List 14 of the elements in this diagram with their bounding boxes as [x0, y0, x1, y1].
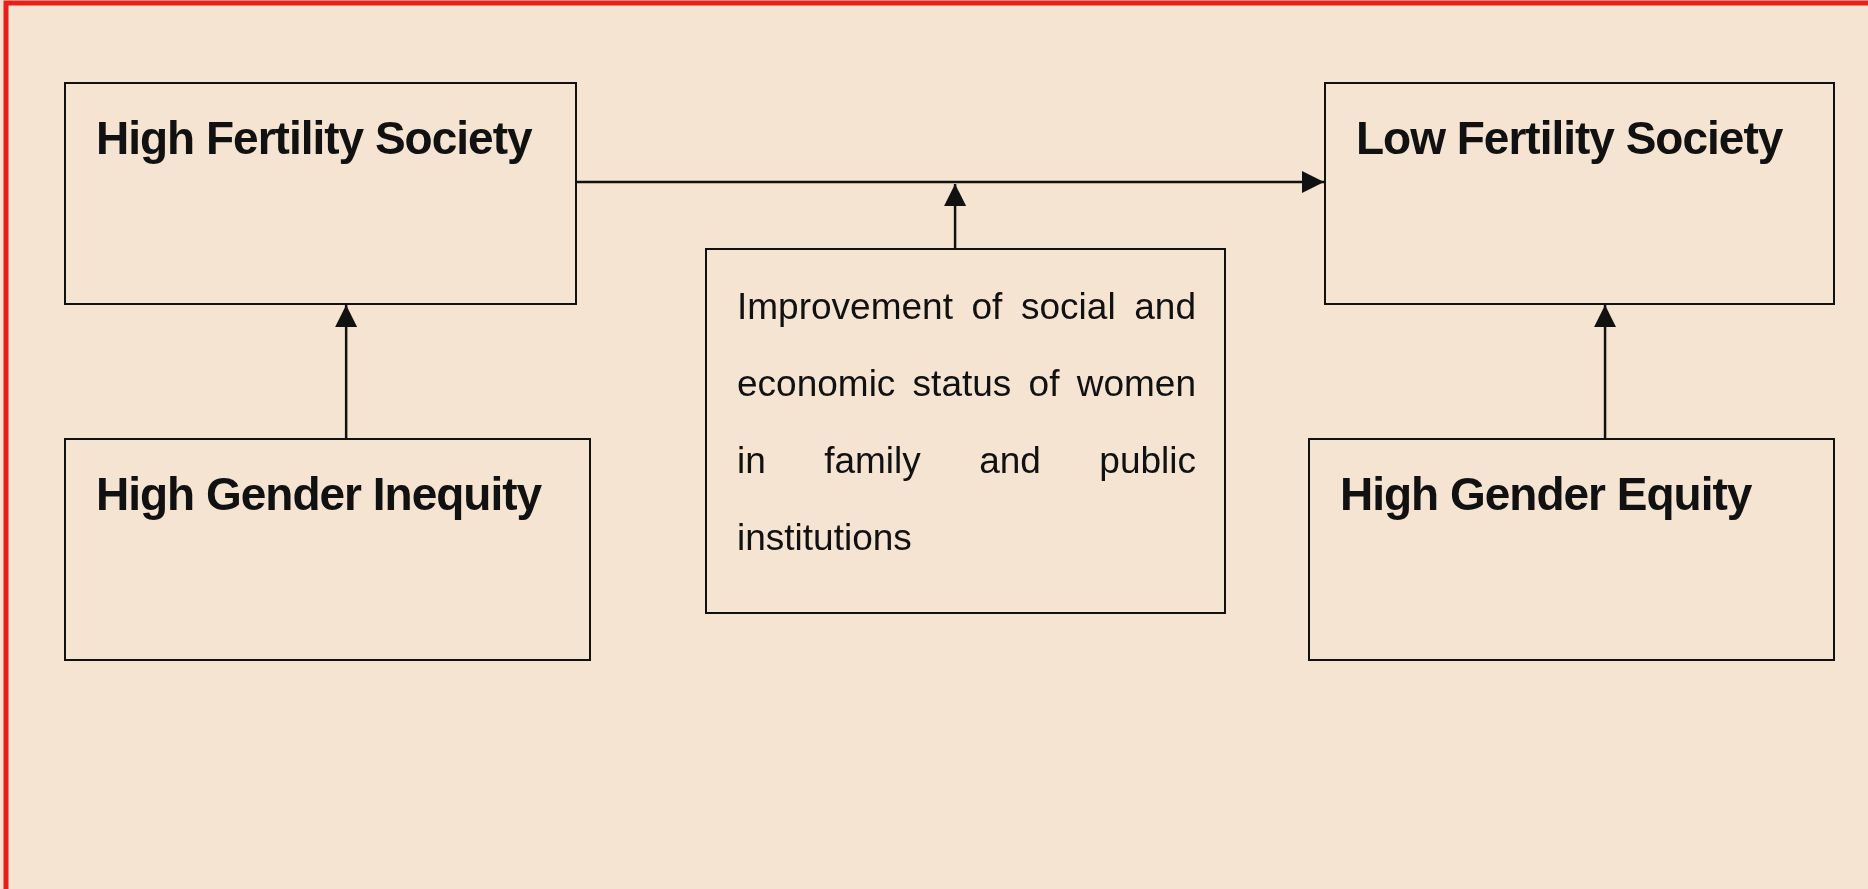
arrow [944, 184, 967, 248]
arrow [577, 171, 1324, 193]
concept-box [1324, 82, 1835, 305]
arrow [335, 305, 358, 438]
box-title: Low Fertility Society [1355, 111, 1784, 166]
box-title: High Gender Inequity [95, 467, 543, 522]
arrow [1594, 305, 1617, 438]
box-text: Improvement of social and economic status of women in family and public institutions [736, 285, 1197, 560]
concept-box [64, 82, 577, 305]
concept-box [64, 438, 591, 661]
concept-box [1308, 438, 1835, 661]
box-title: High Gender Equity [1339, 467, 1753, 522]
process-box [705, 248, 1226, 614]
box-title: High Fertility Society [95, 111, 534, 166]
